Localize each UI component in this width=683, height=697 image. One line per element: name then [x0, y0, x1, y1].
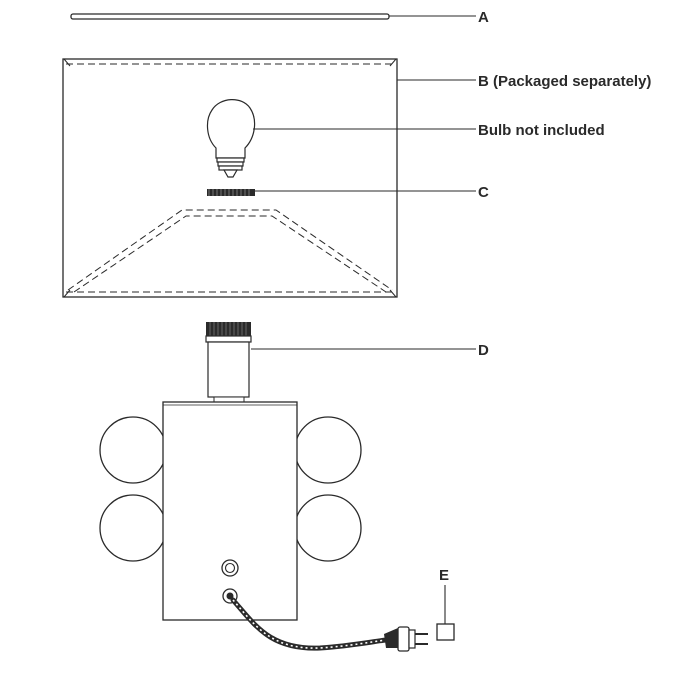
- label-d: D: [478, 342, 489, 359]
- power-cord: [230, 597, 389, 651]
- part-c-ring: [207, 189, 255, 196]
- lightbulb-icon: [206, 99, 256, 178]
- base-sphere-lower-right: [294, 494, 362, 562]
- label-e: E: [439, 567, 449, 584]
- label-b: B (Packaged separately): [478, 73, 651, 90]
- base-sphere-upper-left: [99, 416, 167, 484]
- part-e-cord-clip: [436, 623, 455, 641]
- label-a: A: [478, 9, 489, 26]
- part-d-socket: [205, 322, 252, 403]
- plug-icon: [384, 626, 428, 652]
- lamp-base: [99, 401, 362, 621]
- switch-icon: [221, 559, 239, 577]
- part-b-shade: [62, 58, 398, 298]
- label-bulb: Bulb not included: [478, 122, 605, 139]
- base-sphere-upper-right: [294, 416, 362, 484]
- label-c: C: [478, 184, 489, 201]
- base-body: [162, 401, 298, 621]
- part-a-rod: [70, 13, 390, 20]
- base-sphere-lower-left: [99, 494, 167, 562]
